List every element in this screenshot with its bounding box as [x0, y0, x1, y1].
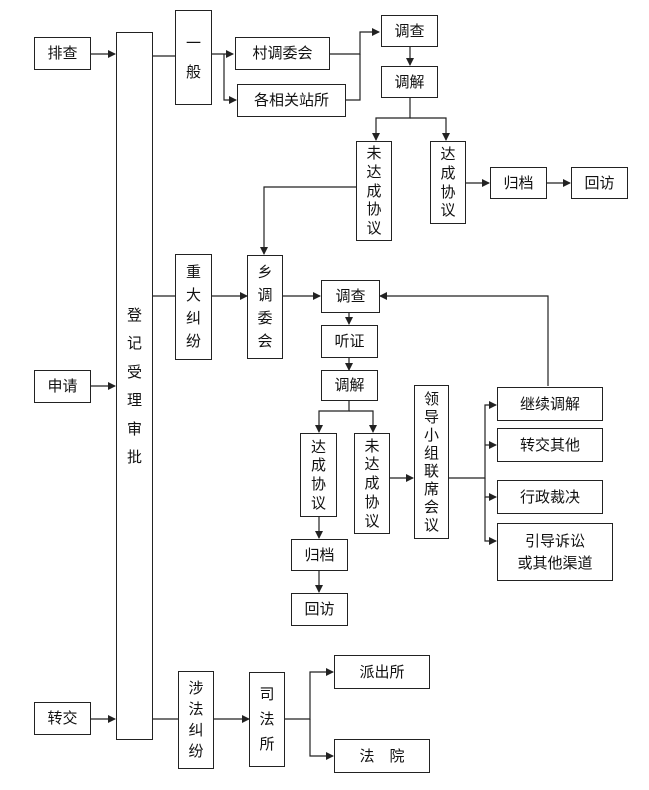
- cun-committee-box: 村调委会: [235, 37, 330, 70]
- general-revisit-box: 回访: [571, 167, 628, 199]
- general-not-agreed-box: 未 达 成 协 议: [356, 141, 392, 241]
- hearing-box: 听证: [321, 325, 378, 358]
- major-agreed-box: 达 成 协 议: [300, 433, 337, 517]
- major-category-box: 重 大 纠 纷: [175, 254, 212, 360]
- major-mediate-box: 调解: [321, 370, 378, 401]
- major-archive-box: 归档: [291, 539, 348, 571]
- major-not-agreed-box: 未 达 成 协 议: [354, 433, 390, 534]
- general-investigate-box: 调查: [381, 15, 438, 47]
- transfer-other-box: 转交其他: [497, 428, 603, 462]
- general-mediate-box: 调解: [381, 66, 438, 98]
- register-approval-box: 登 记 受 理 审 批: [116, 32, 153, 740]
- general-agreed-box: 达 成 协 议: [430, 141, 466, 224]
- major-revisit-box: 回访: [291, 593, 348, 626]
- input-zhuanjiao: 转交: [34, 702, 91, 735]
- admin-ruling-box: 行政裁决: [497, 480, 603, 514]
- major-investigate-box: 调查: [321, 280, 380, 313]
- legal-category-box: 涉 法 纠 纷: [178, 671, 214, 769]
- leaders-meeting-box: 领 导 小 组 联 席 会 议: [414, 385, 449, 539]
- police-station-box: 派出所: [334, 655, 430, 689]
- court-box: 法 院: [334, 739, 430, 773]
- input-shenqing: 申请: [34, 370, 91, 403]
- judicial-office-box: 司 法 所: [249, 672, 285, 767]
- input-paicha: 排查: [34, 37, 91, 70]
- general-category-box: 一 般: [175, 10, 212, 105]
- continue-mediation-box: 继续调解: [497, 387, 603, 421]
- township-committee-box: 乡 调 委 会: [247, 255, 283, 359]
- general-archive-box: 归档: [490, 167, 547, 199]
- stations-box: 各相关站所: [237, 84, 346, 117]
- guide-litigation-box: 引导诉讼 或其他渠道: [497, 523, 613, 581]
